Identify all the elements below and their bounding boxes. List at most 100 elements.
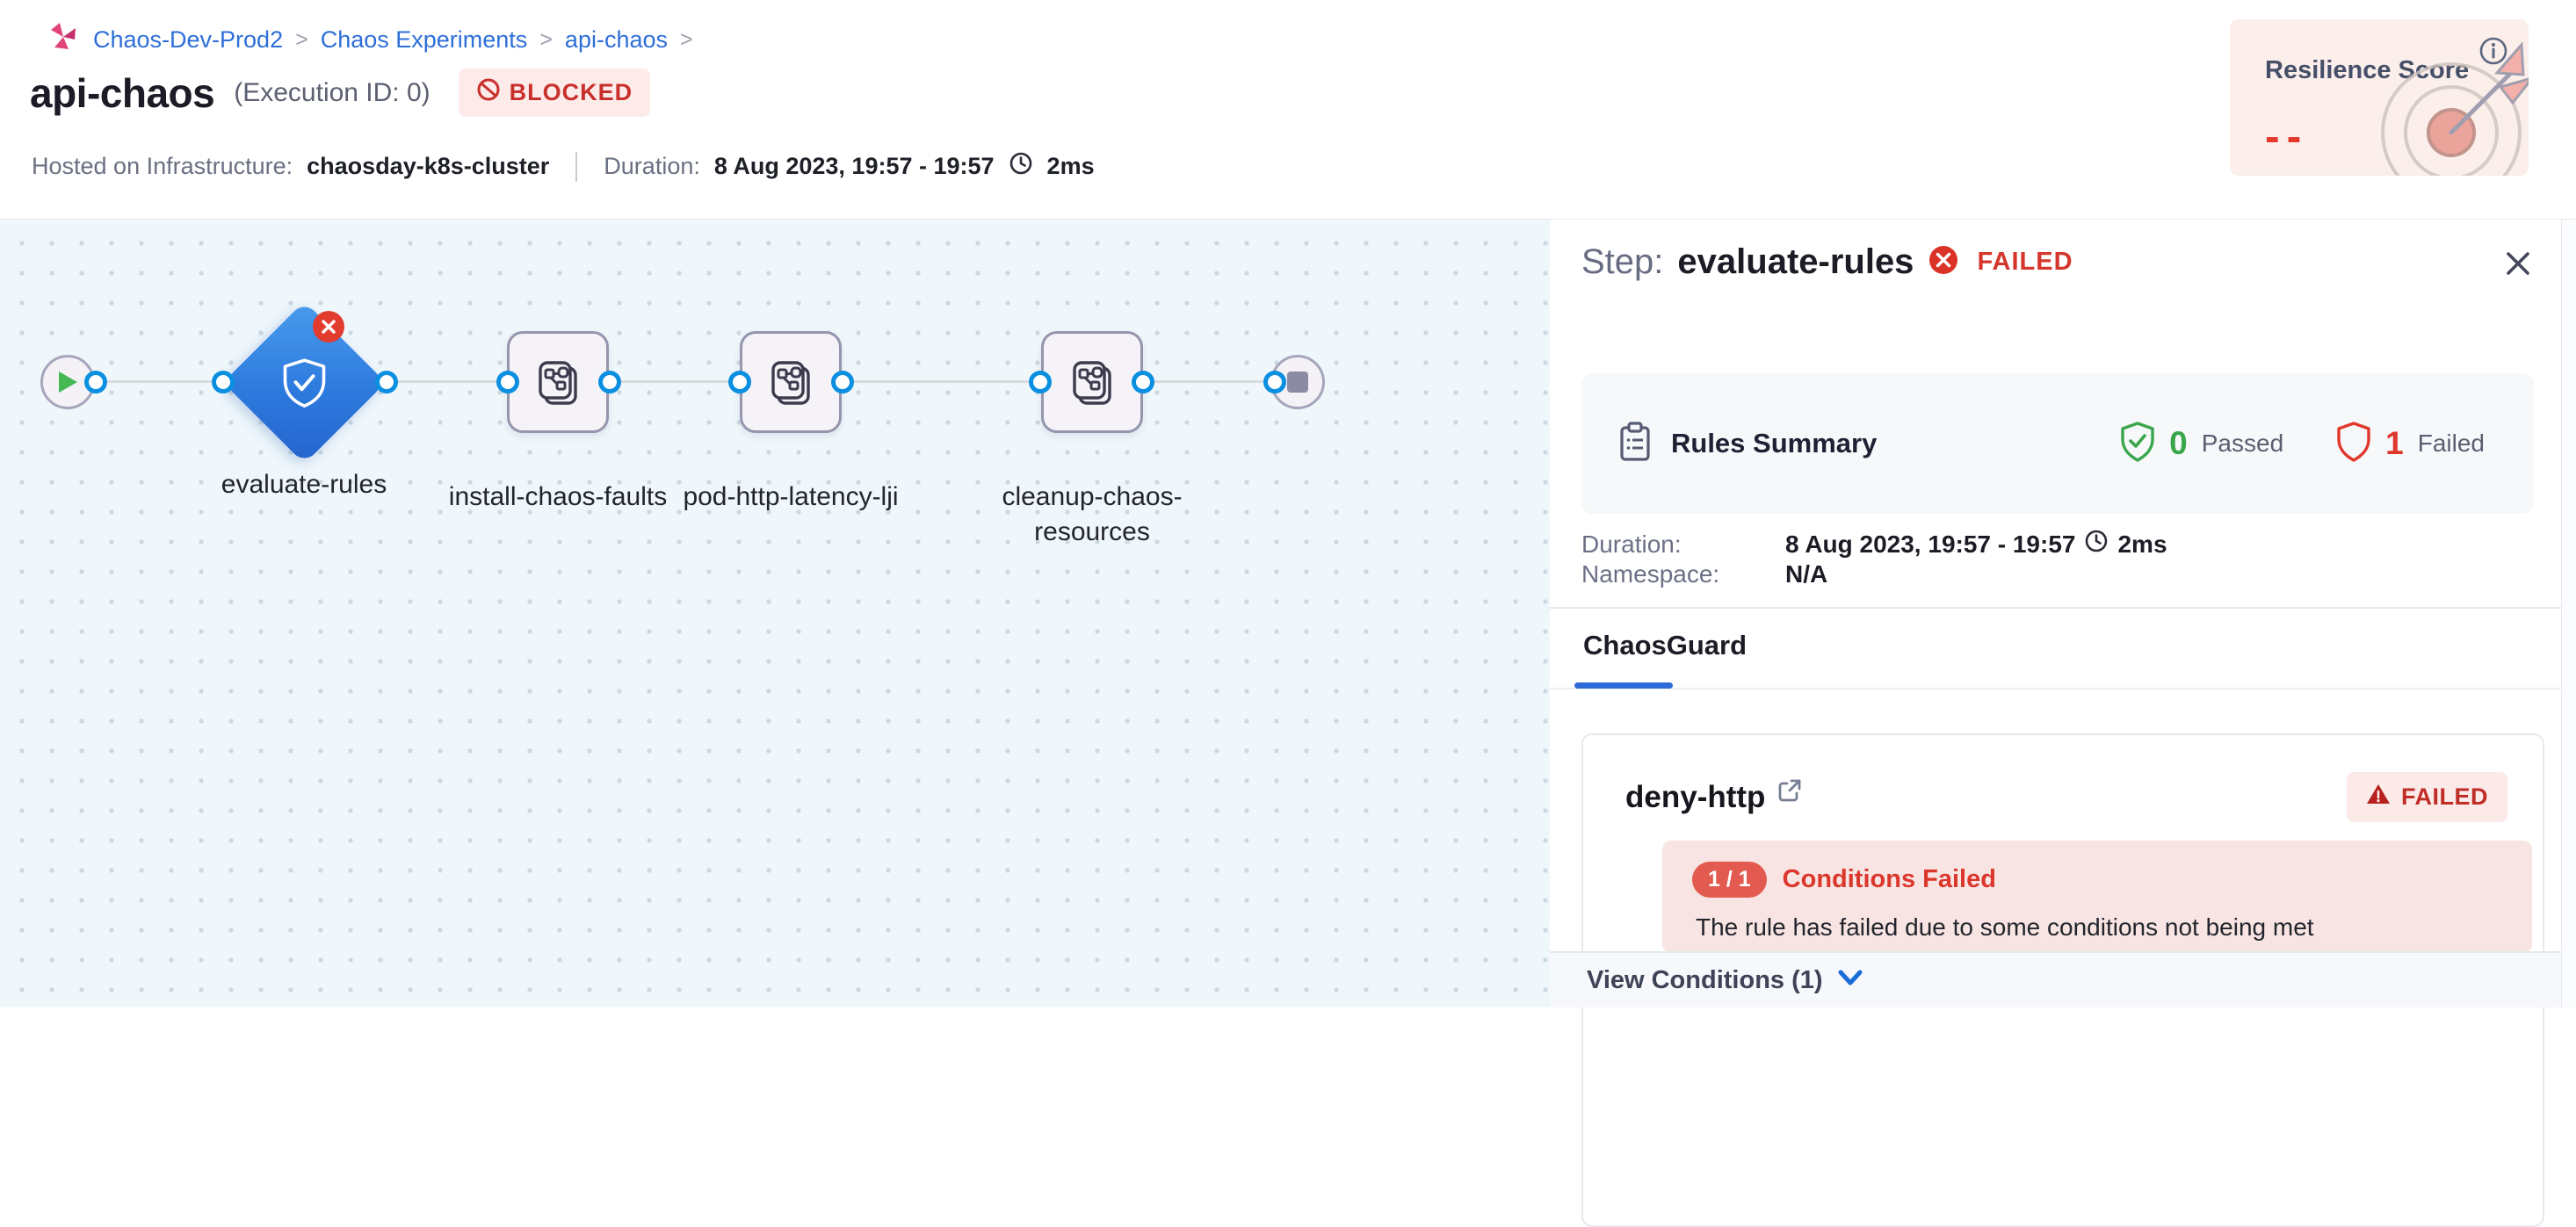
- close-icon[interactable]: [2500, 246, 2536, 285]
- pipeline-node-cleanup-chaos-resources[interactable]: [1041, 331, 1143, 433]
- step-group-icon: [771, 361, 810, 405]
- connector-port[interactable]: [375, 371, 398, 393]
- step-status-label: FAILED: [1977, 248, 2073, 276]
- panel-duration-label: Duration:: [1581, 530, 1682, 558]
- failed-label: Failed: [2417, 429, 2485, 457]
- breadcrumb-experiment-name[interactable]: api-chaos: [564, 26, 668, 53]
- panel-tabbar: ChaosGuard: [1550, 609, 2561, 689]
- breadcrumb-experiments[interactable]: Chaos Experiments: [320, 26, 528, 53]
- node-label-pod-http-latency: pod-http-latency-lji: [683, 482, 899, 511]
- meta-divider: [575, 151, 578, 182]
- connector-port[interactable]: [1263, 371, 1286, 393]
- clock-icon: [1009, 151, 1033, 182]
- connector-port[interactable]: [212, 371, 235, 393]
- step-header: Step: evaluate-rules FAILED: [1581, 242, 2523, 282]
- rule-name: deny-http: [1625, 779, 1766, 814]
- breadcrumb-separator: >: [680, 27, 693, 52]
- tab-chaosguard[interactable]: ChaosGuard: [1583, 630, 1747, 660]
- target-illustration: [2381, 36, 2529, 176]
- node-label-install-chaos-faults: install-chaos-faults: [448, 482, 668, 511]
- node-label-cleanup-chaos-resources: cleanup-chaos-resources: [1002, 482, 1183, 546]
- active-tab-indicator: [1574, 682, 1673, 689]
- hosted-label: Hosted on Infrastructure:: [32, 153, 293, 179]
- rules-summary-card: Rules Summary 0 Passed 1 Failed: [1581, 373, 2534, 514]
- pipeline-node-pod-http-latency[interactable]: [740, 331, 842, 433]
- page-header: Chaos-Dev-Prod2 > Chaos Experiments > ap…: [0, 0, 2576, 220]
- step-name: evaluate-rules: [1677, 242, 1914, 281]
- rule-failed-badge: FAILED: [2346, 772, 2507, 822]
- warning-triangle-icon: [2366, 783, 2391, 812]
- namespace-label: Namespace:: [1581, 560, 1720, 588]
- pipeline-canvas[interactable]: evaluate-rules install-chaos-faults pod-…: [0, 220, 1550, 1007]
- step-label: Step:: [1581, 242, 1664, 281]
- external-link-icon[interactable]: [1777, 778, 1802, 807]
- breadcrumb-project[interactable]: Chaos-Dev-Prod2: [93, 26, 284, 53]
- shield-passed-icon: [2120, 421, 2155, 466]
- rule-failed-label: FAILED: [2400, 783, 2488, 810]
- x-icon: [322, 320, 336, 334]
- connector-port[interactable]: [598, 371, 621, 393]
- resilience-score-value: --: [2265, 112, 2309, 161]
- play-icon: [59, 372, 77, 393]
- step-group-icon: [1073, 361, 1111, 405]
- conditions-failed-alert: 1 / 1 Conditions Failed The rule has fai…: [1662, 841, 2532, 953]
- meta-row: Hosted on Infrastructure: chaosday-k8s-c…: [32, 151, 1095, 182]
- step-details-panel: Step: evaluate-rules FAILED: [1550, 220, 2576, 1227]
- panel-duration-value: 8 Aug 2023, 19:57 - 19:57: [1785, 530, 2076, 558]
- infrastructure-name: chaosday-k8s-cluster: [307, 153, 550, 179]
- breadcrumb: Chaos-Dev-Prod2 > Chaos Experiments > ap…: [46, 19, 693, 61]
- passed-label: Passed: [2201, 429, 2284, 457]
- node-label-evaluate-rules: evaluate-rules: [221, 470, 387, 499]
- connector-port[interactable]: [84, 371, 107, 393]
- connector-port[interactable]: [496, 371, 519, 393]
- conditions-failed-message: The rule has failed due to some conditio…: [1696, 913, 2314, 941]
- resilience-score-title: Resilience Score: [2265, 56, 2470, 84]
- duration-elapsed: 2ms: [1046, 153, 1095, 179]
- view-conditions-label: View Conditions (1): [1587, 965, 1823, 994]
- title-row: api-chaos (Execution ID: 0) BLOCKED: [30, 69, 651, 117]
- no-entry-icon: [476, 77, 501, 108]
- rules-summary-title: Rules Summary: [1671, 428, 1878, 458]
- conditions-count-pill: 1 / 1: [1692, 862, 1767, 898]
- info-icon[interactable]: [2478, 35, 2509, 71]
- pipeline-end-node[interactable]: [1270, 355, 1325, 409]
- panel-scrollbar[interactable]: [2561, 220, 2576, 1007]
- shield-check-icon: [281, 357, 329, 408]
- connector-port[interactable]: [831, 371, 854, 393]
- conditions-failed-title: Conditions Failed: [1782, 865, 1996, 893]
- blocked-status-label: BLOCKED: [509, 79, 633, 105]
- failed-count: 1: [2385, 425, 2404, 461]
- clock-icon: [2084, 529, 2109, 559]
- pipeline-node-evaluate-rules[interactable]: [222, 300, 387, 465]
- execution-id: (Execution ID: 0): [234, 77, 431, 107]
- panel-duration-elapsed: 2ms: [2117, 530, 2167, 558]
- rules-summary-counts: 0 Passed 1 Failed: [2120, 421, 2485, 466]
- pipeline-connector-line: [95, 380, 1274, 383]
- breadcrumb-separator: >: [539, 27, 553, 52]
- duration-row: Duration: 8 Aug 2023, 19:57 - 19:57 2ms: [1581, 529, 2167, 559]
- panel-divider: [1550, 607, 2561, 609]
- connector-port[interactable]: [1132, 371, 1154, 393]
- shield-failed-icon: [2336, 421, 2371, 466]
- breadcrumb-separator: >: [295, 27, 308, 52]
- passed-count: 0: [2169, 425, 2188, 461]
- blocked-status-badge: BLOCKED: [458, 69, 651, 117]
- resilience-score-card: Resilience Score --: [2230, 19, 2529, 176]
- pipeline-node-install-chaos-faults[interactable]: [507, 331, 609, 433]
- namespace-value: N/A: [1785, 560, 1828, 588]
- stop-icon: [1287, 372, 1308, 393]
- chevron-down-icon: [1837, 969, 1863, 992]
- failed-circle-icon: [1928, 244, 1959, 280]
- duration-value: 8 Aug 2023, 19:57 - 19:57: [713, 153, 995, 179]
- chaos-logo-icon: [46, 19, 81, 61]
- page-title: api-chaos: [30, 69, 215, 116]
- node-failed-badge: [313, 311, 344, 343]
- step-group-icon: [539, 361, 577, 405]
- view-conditions-footer[interactable]: View Conditions (1): [1550, 951, 2561, 1007]
- rule-card-header: deny-http: [1625, 772, 2507, 822]
- clipboard-icon: [1618, 421, 1652, 466]
- connector-port[interactable]: [1029, 371, 1052, 393]
- connector-port[interactable]: [728, 371, 751, 393]
- duration-label: Duration:: [604, 153, 700, 179]
